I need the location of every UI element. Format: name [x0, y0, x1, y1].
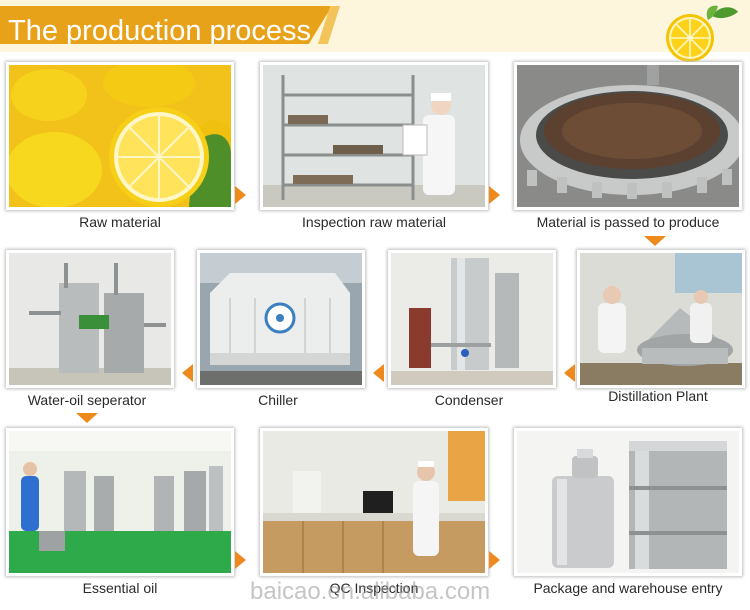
flow-arrow-right-icon — [489, 186, 500, 204]
flow-arrow-right-icon — [235, 186, 246, 204]
step-label: Water-oil seperator — [27, 392, 147, 408]
step-photo-qc-inspection — [260, 428, 488, 576]
step-photo-chiller — [197, 250, 365, 388]
step-photo-essential-oil — [6, 428, 234, 576]
step-label: Package and warehouse entry — [533, 580, 723, 596]
step-photo-material-passed — [514, 62, 742, 210]
flow-arrow-left-icon — [182, 364, 193, 382]
lemon-slice-icon — [660, 4, 740, 64]
step-label: QC Inspection — [329, 580, 419, 596]
flow-arrow-left-icon — [564, 364, 575, 382]
step-label: Essential oil — [82, 580, 158, 596]
watermark: baicao.en.alibaba.com — [250, 578, 491, 605]
title-band: The production process — [0, 6, 332, 44]
page-title: The production process — [8, 15, 312, 47]
step-photo-condenser — [388, 250, 556, 388]
step-label: Material is passed to produce — [536, 214, 720, 230]
flow-arrow-down-icon — [644, 236, 666, 246]
step-label: Distillation Plant — [608, 388, 708, 404]
flow-arrow-right-icon — [235, 551, 246, 569]
flow-arrow-down-icon — [76, 413, 98, 423]
flow-arrow-left-icon — [373, 364, 384, 382]
step-label: Raw material — [79, 214, 161, 230]
step-photo-water-oil-seperator — [6, 250, 174, 388]
step-photo-raw-material — [6, 62, 234, 210]
step-photo-package-warehouse — [514, 428, 742, 576]
step-label: Inspection raw material — [302, 214, 446, 230]
header-banner: The production process — [0, 0, 750, 62]
step-photo-inspection-raw-material — [260, 62, 488, 210]
flow-arrow-right-icon — [489, 551, 500, 569]
step-label: Chiller — [258, 392, 298, 408]
step-photo-distillation-plant — [577, 250, 745, 388]
step-label: Condenser — [434, 392, 504, 408]
